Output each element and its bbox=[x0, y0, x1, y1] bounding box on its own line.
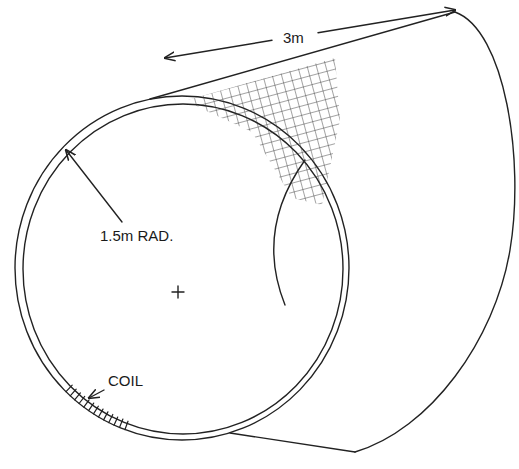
winding-mesh bbox=[188, 58, 340, 205]
coil-leader bbox=[89, 390, 104, 398]
radius-leader bbox=[66, 150, 122, 222]
bottom-edge bbox=[230, 433, 355, 452]
dimension-label: 3m bbox=[283, 30, 304, 47]
dimension-line bbox=[318, 10, 455, 33]
centre-mark bbox=[172, 286, 184, 298]
dimension-line bbox=[165, 40, 272, 58]
coil-hatching bbox=[66, 385, 128, 430]
back-rim bbox=[355, 12, 515, 452]
radius-label: 1.5m RAD. bbox=[100, 228, 173, 245]
part-label: COIL bbox=[108, 373, 143, 390]
